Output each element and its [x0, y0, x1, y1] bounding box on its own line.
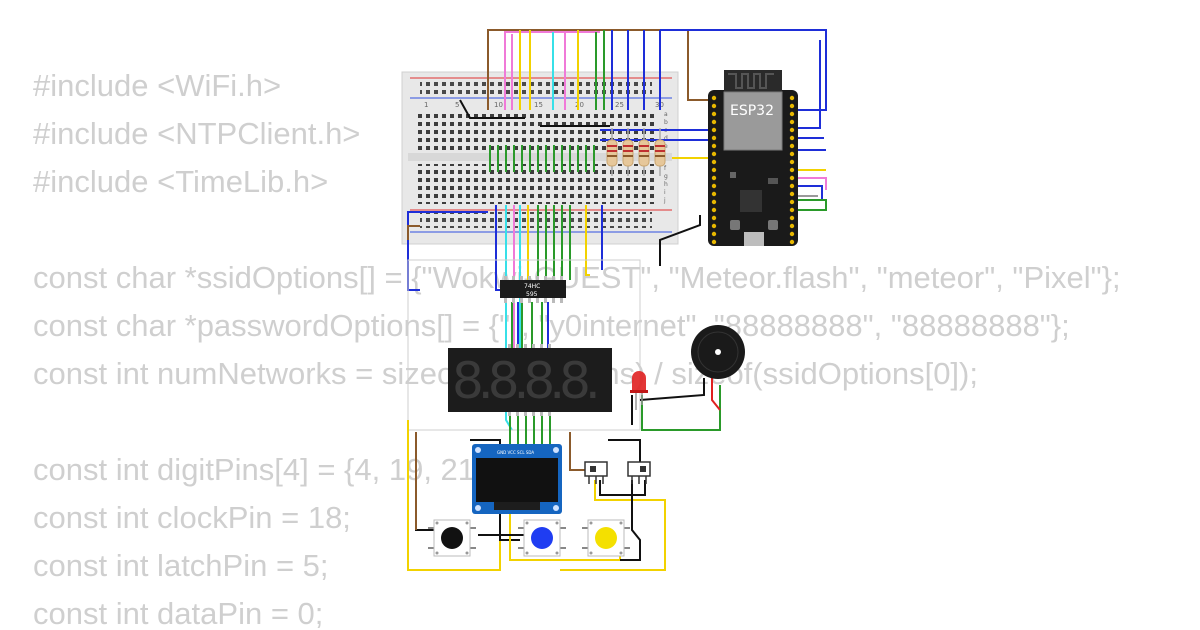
wire-blue-right-loop: [660, 29, 827, 111]
shift-register-74hc595: 74HC 595: [500, 276, 566, 303]
breadboard: 1 5 10 15 20 25 30 a b c d e f g h i j: [401, 71, 679, 245]
breadboard-column-number: 25: [615, 101, 624, 109]
oled-display: GND VCC SCL SDA: [472, 444, 562, 514]
wire-yellow-bottom-right: [560, 480, 666, 571]
breadboard-row-letter: g: [664, 173, 668, 180]
pushbutton-cap-black: [441, 527, 463, 549]
code-line: const int dataPin = 0;: [33, 596, 324, 630]
pushbutton-yellow[interactable]: [582, 519, 630, 557]
wires-green-vertical: [489, 145, 595, 172]
slide-switch[interactable]: [584, 461, 608, 484]
wires-display-bottom: [509, 412, 551, 445]
wire-black-bb-1: [459, 99, 525, 119]
breadboard-column-number: 15: [534, 101, 543, 109]
resistor: [654, 128, 666, 176]
breadboard-row-letter: b: [664, 119, 668, 126]
wire-black-bottom-1: [415, 432, 440, 531]
pushbutton-cap-blue: [531, 527, 553, 549]
wire-black-buzzer: [639, 378, 705, 401]
wire-blue-right-5: [798, 185, 823, 200]
breadboard-row-letter: h: [664, 181, 668, 188]
wire-green-right: [790, 199, 827, 211]
wire-brown-left: [407, 225, 420, 240]
wire-pink-right: [798, 177, 827, 190]
breadboard-row-letter: j: [663, 197, 666, 204]
esp32-pins-right: [789, 95, 795, 245]
esp32-pins-left: [711, 95, 717, 245]
esp32-board: ESP32: [708, 70, 798, 246]
shift-register-label-1: 74HC: [524, 283, 540, 290]
code-line: const int latchPin = 5;: [33, 548, 329, 583]
code-line: #include <WiFi.h>: [33, 68, 282, 103]
wire-black-switch-2: [620, 480, 641, 561]
shift-register-label-2: 595: [526, 291, 538, 298]
breadboard-column-number: 1: [424, 101, 428, 109]
code-line: const char *passwordOptions[] = {"", "y0…: [33, 308, 1070, 343]
wire-blue-down-1: [495, 205, 500, 291]
code-line: #include <NTPClient.h>: [33, 116, 361, 151]
wires-sr-to-display: [511, 302, 543, 352]
breadboard-column-number: 5: [455, 101, 459, 109]
wire-yellow-bottom-left: [407, 420, 501, 571]
wire-green-led: [641, 385, 721, 431]
esp32-label: ESP32: [730, 103, 774, 119]
wire-pink-top-1: [504, 31, 600, 110]
pushbutton-cap-yellow: [595, 527, 617, 549]
slide-switch[interactable]: [627, 461, 651, 484]
seven-segment-digits: 8.8.8.8.: [452, 352, 596, 410]
wires-sr-to-display-blue: [517, 302, 549, 352]
wire-blue-right-2: [798, 40, 821, 129]
breadboard-row-letter: f: [664, 165, 667, 172]
wire-yellow-down-2: [585, 205, 590, 276]
breadboard-column-number: 20: [575, 101, 584, 109]
pushbutton-blue[interactable]: [518, 519, 566, 557]
wire-black-esp: [659, 215, 701, 266]
wire-red-buzzer: [711, 375, 721, 411]
wire-blue-left-loop: [407, 211, 488, 291]
breadboard-row-letter: e: [664, 143, 668, 150]
code-line: #include <TimeLib.h>: [33, 164, 329, 199]
wire-black-switch-3: [608, 439, 641, 462]
oled-pin-labels: GND VCC SCL SDA: [497, 450, 534, 455]
led-red: [630, 371, 648, 410]
pushbutton-black[interactable]: [428, 519, 476, 557]
breadboard-row-letter: a: [664, 111, 668, 118]
resistors: [606, 128, 666, 176]
breadboard-row-letter: d: [664, 135, 668, 142]
wire-black-switch-1: [599, 480, 646, 496]
resistor: [622, 128, 634, 176]
seven-segment-display: 8.8.8.8.: [448, 344, 612, 416]
resistor: [606, 128, 618, 176]
code-line: const int clockPin = 18;: [33, 500, 351, 535]
buzzer: [691, 325, 745, 379]
breadboard-row-letter: i: [664, 189, 666, 196]
wire-brown-switch: [569, 432, 588, 471]
resistor: [638, 128, 650, 176]
breadboard-column-number: 10: [494, 101, 503, 109]
